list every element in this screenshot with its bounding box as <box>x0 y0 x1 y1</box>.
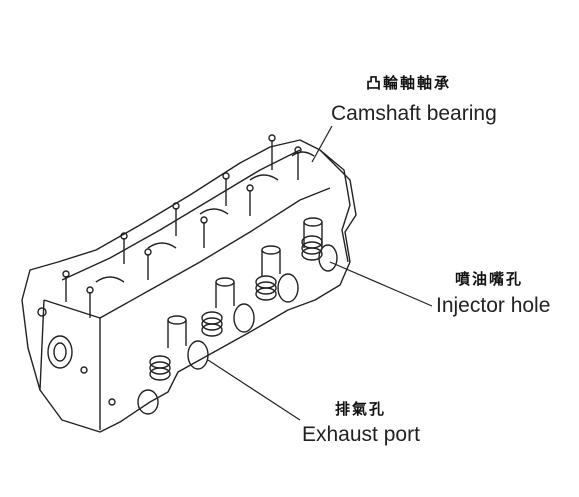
cylinder-head-body <box>21 139 357 433</box>
leader-injector-hole <box>329 261 433 307</box>
injector-tower-2 <box>215 282 235 308</box>
leader-camshaft-bearing <box>311 125 333 163</box>
top-rail-back <box>61 149 301 281</box>
front-bore-1 <box>47 335 73 369</box>
front-bolt-2 <box>80 366 88 374</box>
right-end-plate <box>319 149 351 263</box>
leader-exhaust-port <box>207 359 301 421</box>
injector-hole-label-zh: 噴油嘴孔 <box>455 270 524 288</box>
exhaust-port-1 <box>187 340 209 370</box>
camshaft-bearing-label-zh: 凸輪軸軸承 <box>366 74 452 92</box>
camshaft-bearing-label-en: Camshaft bearing <box>331 102 497 125</box>
bearing-studs <box>62 134 302 318</box>
injector-tower-3 <box>261 250 281 276</box>
front-bore-1-inner <box>53 342 67 362</box>
valve-springs <box>149 235 323 381</box>
injector-hole-label-en: Injector hole <box>436 294 551 317</box>
exhaust-port-label-en: Exhaust port <box>302 423 420 446</box>
front-bore-2 <box>137 389 159 415</box>
front-bolt-1 <box>37 307 47 317</box>
exhaust-port-label-zh: 排氣孔 <box>335 400 387 418</box>
front-face-edge <box>39 299 45 391</box>
bearing-saddles <box>95 151 315 283</box>
exhaust-port-3 <box>277 273 299 303</box>
front-bolt-3 <box>108 398 116 406</box>
injector-tower-1 <box>167 320 187 348</box>
exhaust-port-2 <box>233 303 255 333</box>
